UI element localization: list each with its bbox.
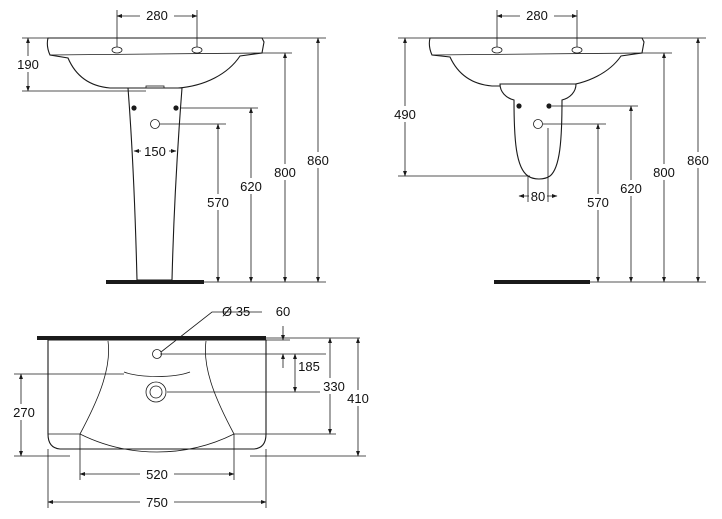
side-tap-spacing-label: 280 <box>526 8 548 23</box>
front-fixing-spacing-label: 150 <box>144 144 166 159</box>
front-waste-height-label: 570 <box>207 195 229 210</box>
side-waste-height-label: 570 <box>587 195 609 210</box>
front-waste-circle <box>150 119 160 129</box>
plan-view: Ø 35 60 185 330 410 270 520 <box>9 304 374 510</box>
front-fixing-height-label: 620 <box>240 179 262 194</box>
plan-side-depth-label: 270 <box>13 405 35 420</box>
front-view: 280 190 150 570 620 800 860 <box>12 7 334 284</box>
side-basin-outline <box>428 37 645 87</box>
plan-overall-width-label: 750 <box>146 495 168 510</box>
plan-basin-outline <box>47 339 267 450</box>
plan-hole-diameter-label: Ø 35 <box>222 304 250 319</box>
front-fixing-dot-right <box>173 105 179 111</box>
side-rim-height-label: 800 <box>653 165 675 180</box>
plan-hole-leader <box>160 311 262 353</box>
side-overall-height-label: 860 <box>687 153 709 168</box>
plan-overall-depth-label: 410 <box>347 391 369 406</box>
side-fixing-height-label: 620 <box>620 181 642 196</box>
side-waste-circle <box>533 119 543 129</box>
plan-tap-to-waste-label: 185 <box>298 359 320 374</box>
front-basin-rim <box>49 52 263 56</box>
front-overall-height-label: 860 <box>307 153 329 168</box>
side-waste-spacing-label: 80 <box>531 189 545 204</box>
plan-bowl <box>79 340 235 453</box>
front-pedestal <box>127 87 183 281</box>
front-tap-spacing-label: 280 <box>146 8 168 23</box>
side-drop-label: 490 <box>394 107 416 122</box>
side-fixing-dot-right <box>546 103 552 109</box>
plan-back-offset-label: 60 <box>276 304 290 319</box>
side-fixing-dot-left <box>516 103 522 109</box>
plan-waste-inner <box>149 385 163 399</box>
plan-bowl-depth-label: 330 <box>323 379 345 394</box>
front-basin-depth-label: 190 <box>17 57 39 72</box>
plan-waste-outer <box>145 381 167 403</box>
side-semi-pedestal <box>499 83 577 180</box>
front-fixing-dot-left <box>131 105 137 111</box>
plan-bowl-width-label: 520 <box>146 467 168 482</box>
front-rim-height-label: 800 <box>274 165 296 180</box>
front-basin-outline <box>46 37 265 89</box>
side-view: 280 490 80 570 620 800 860 <box>390 7 714 284</box>
